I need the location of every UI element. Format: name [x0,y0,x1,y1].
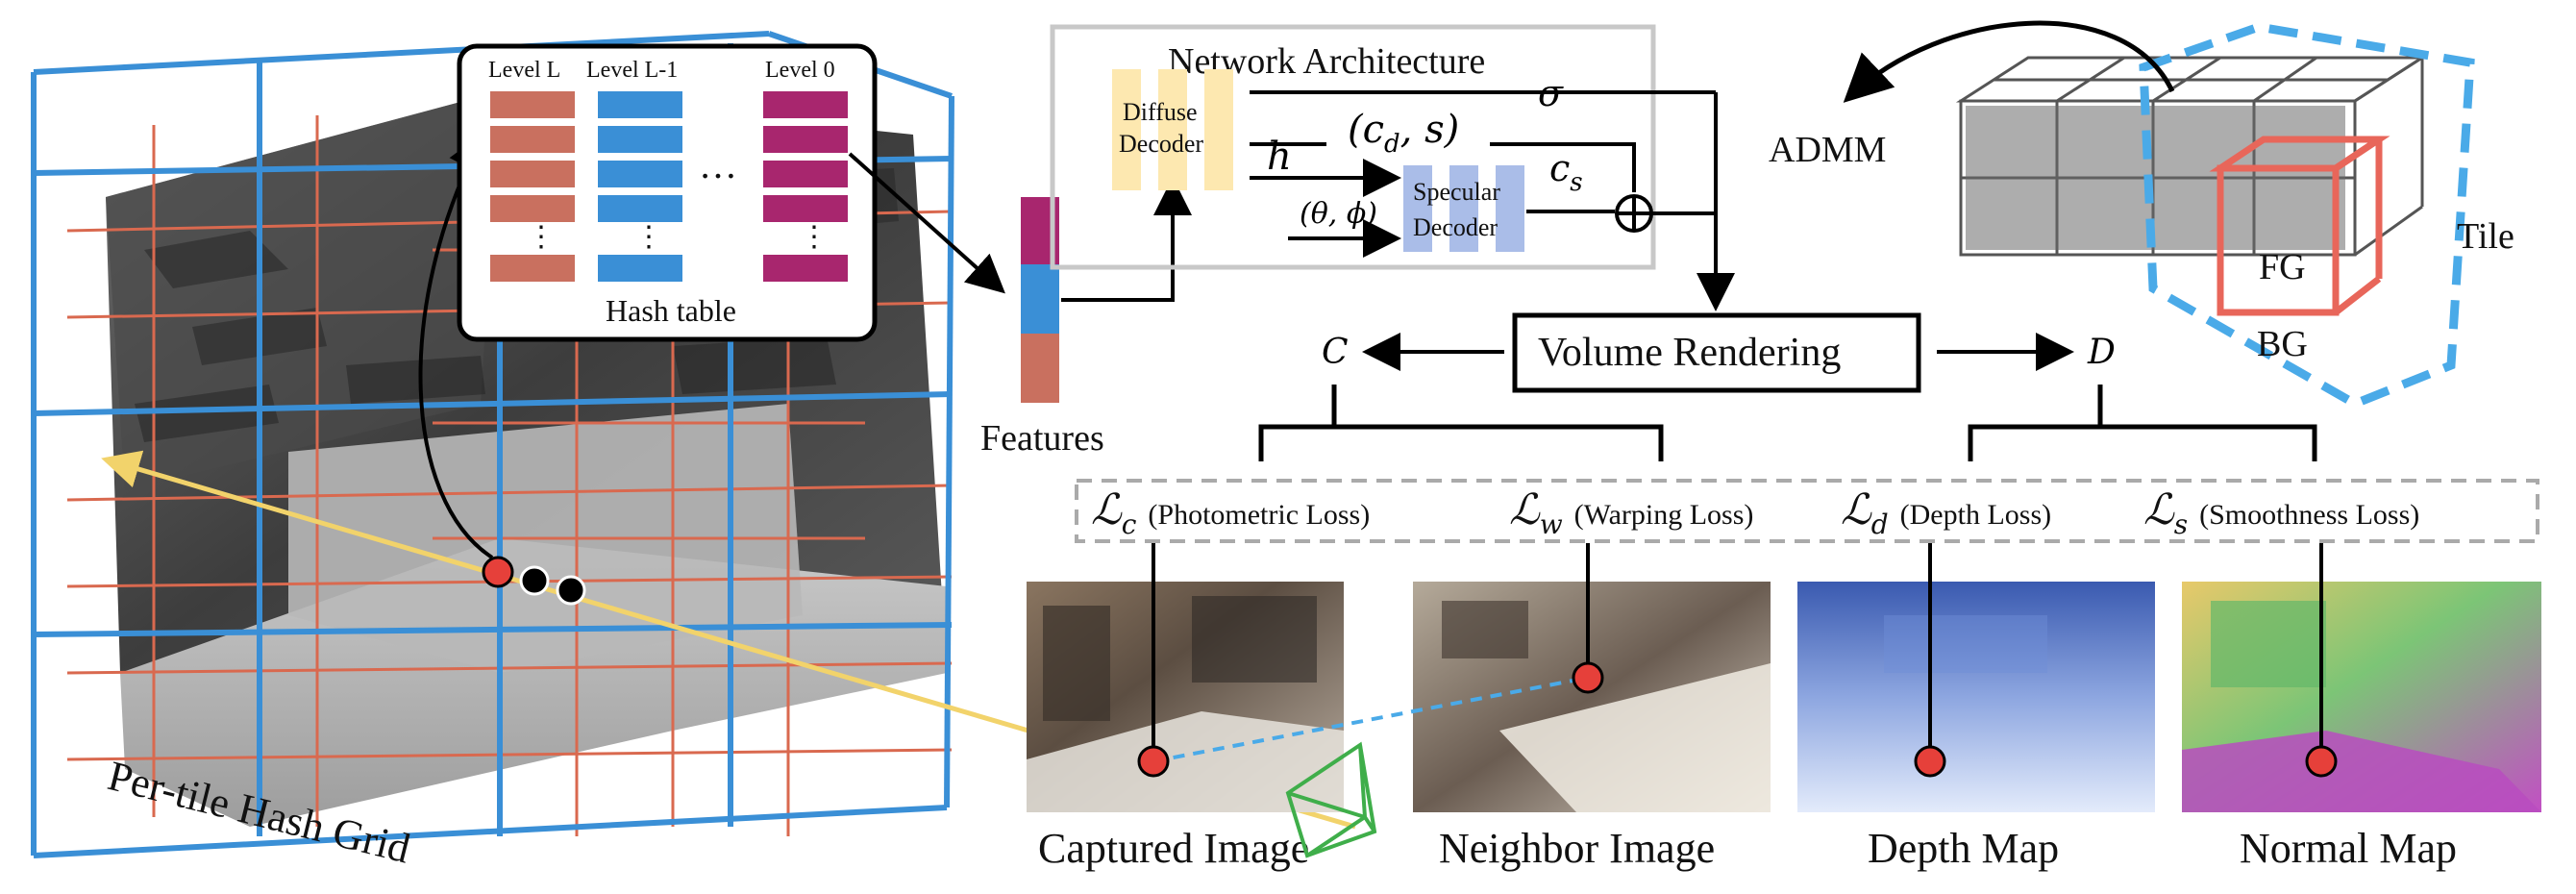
vdots-2: ⋮ [634,221,663,253]
theta-phi-label: (θ, ϕ) [1300,197,1377,231]
pixel-captured [1137,745,1170,778]
admm-arrow [1843,20,2175,103]
network-architecture: Network Architecture Diffuse Decoder Spe… [1050,24,1735,311]
normal-map-label: Normal Map [2240,825,2457,872]
svg-text:Specular: Specular [1413,178,1500,206]
svg-text:Decoder: Decoder [1413,213,1498,241]
hash-table: Level L Level L-1 Level 0 … ⋮ ⋮ ⋮ Ha [457,43,878,342]
tile-diagram: FG BG Tile ADMM [1769,20,2514,409]
svg-text:Diffuse: Diffuse [1123,98,1198,126]
volume-rendering: Volume Rendering C D [1258,312,2317,461]
loss-box: ℒc(Photometric Loss) ℒw(Warping Loss) ℒd… [1075,479,2539,543]
loss-depth: ℒd(Depth Loss) [1841,485,2051,540]
vdots-1: ⋮ [527,221,556,253]
cd-s-label: (cd, s) [1348,108,1459,159]
sample-point-red [482,556,514,588]
svg-text:Decoder: Decoder [1119,130,1203,158]
pixel-normal [2305,745,2338,778]
admm-label: ADMM [1769,130,1886,170]
hash-column-level-0 [763,91,848,282]
sigma-label: σ [1538,72,1564,114]
depth-output: D [2087,333,2116,372]
pixel-neighbor [1572,661,1604,694]
level-l-label: Level L [488,58,560,83]
hash-table-title: Hash table [606,293,736,328]
loss-smoothness: ℒs(Smoothness Loss) [2143,485,2419,540]
neighbor-image-label: Neighbor Image [1439,825,1715,872]
features-label: Features [980,418,1104,459]
level-l-1-label: Level L-1 [586,58,678,83]
captured-image-label: Captured Image [1038,825,1309,872]
level-0-label: Level 0 [765,58,835,83]
h-label: h [1267,135,1292,179]
tile-label: Tile [2457,216,2514,257]
features-vector: Features [980,197,1104,459]
normal-map: Normal Map [2182,582,2541,872]
loss-pointers [1152,543,2323,759]
cs-label: cs [1549,147,1583,197]
loss-warping: ℒw(Warping Loss) [1509,485,1753,540]
vdots-3: ⋮ [800,221,829,253]
ellipsis: … [699,143,737,186]
depth-map: Depth Map [1797,582,2155,872]
bg-label: BG [2257,324,2308,364]
sample-point-black-1 [519,565,550,596]
bg-tile [2139,22,2475,409]
specular-decoder: Specular Decoder [1403,165,1524,252]
sample-point-black-2 [556,575,586,606]
fg-tile [2209,136,2390,316]
color-output: C [1322,333,1349,372]
features-to-decoder-arrow [1061,177,1192,302]
camera-frustum-icon [1285,741,1377,858]
hash-column-level-l [490,91,575,282]
loss-photometric: ℒc(Photometric Loss) [1091,485,1370,540]
neighbor-image: Neighbor Image [1413,582,1771,872]
warp-correspondence [1152,676,1589,763]
captured-image: Captured Image [1027,582,1344,872]
diffuse-decoder: Diffuse Decoder [1112,69,1233,190]
hash-column-level-l-1 [598,91,682,282]
depth-map-label: Depth Map [1868,825,2059,872]
pixel-depth [1914,745,1946,778]
volume-rendering-label: Volume Rendering [1538,331,1841,375]
lookup-arrow [418,132,494,559]
hash-to-features-arrow [848,152,1005,294]
fg-label: FG [2259,247,2306,287]
